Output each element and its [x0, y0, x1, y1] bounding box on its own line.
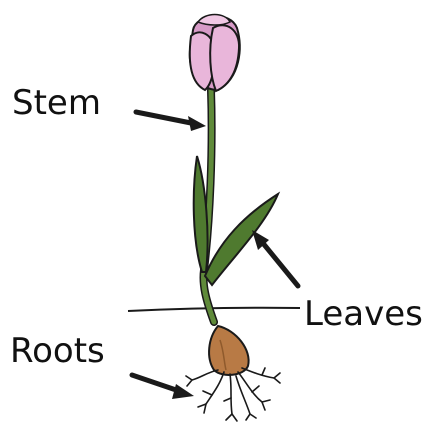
arrow-leaves — [252, 230, 298, 286]
arrow-stem — [136, 112, 206, 131]
tulip-flower — [190, 15, 240, 92]
leaves-label: Leaves — [304, 297, 423, 331]
roots — [186, 368, 280, 421]
roots-label: Roots — [10, 334, 105, 368]
petal-front-right — [210, 25, 239, 91]
arrow-roots — [132, 375, 194, 399]
petal-top — [198, 15, 230, 26]
stem-label: Stem — [12, 86, 101, 120]
leaf-left — [194, 156, 208, 272]
